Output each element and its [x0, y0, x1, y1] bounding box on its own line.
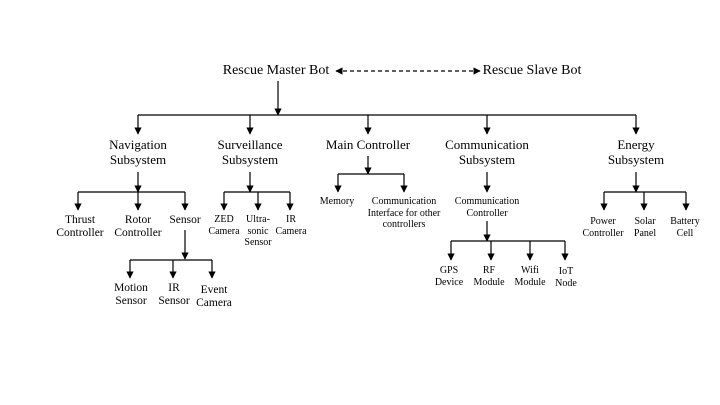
node-communication-controller: Communication Controller	[455, 196, 519, 219]
label-line: Camera	[275, 225, 307, 237]
label-line: Ultra-	[246, 214, 270, 225]
label-line: Module	[514, 276, 546, 288]
label-line: Sensor	[158, 295, 190, 308]
label-line: Subsystem	[458, 151, 516, 167]
node-ultrasonic-sensor: Ultra- sonic Sensor	[244, 214, 271, 249]
label-line: Controller	[466, 207, 508, 219]
label-line: Subsystem	[221, 151, 279, 167]
label-line: sonic	[247, 225, 269, 237]
node-communication-interface: Communication Interface for other contro…	[368, 196, 441, 231]
label-line: Surveillance	[217, 137, 283, 152]
label-line: Node	[555, 277, 577, 289]
label-line: Module	[473, 276, 505, 288]
label-line: Rotor	[124, 214, 152, 226]
label-line: Camera	[196, 297, 232, 310]
label-line: Event	[200, 284, 228, 296]
label-line: GPS	[439, 265, 459, 276]
label-line: Energy	[617, 137, 655, 152]
node-surveillance-subsystem: Surveillance Subsystem	[217, 137, 283, 168]
node-ir-camera: IR Camera	[275, 214, 306, 237]
label-line: Cell	[676, 227, 694, 239]
label-line: Solar	[634, 216, 656, 227]
label-line: IR	[168, 282, 180, 294]
label-line: Subsystem	[109, 151, 167, 167]
label-line: Wifi	[521, 265, 539, 276]
label-line: controllers	[382, 219, 426, 230]
label-line: Battery	[670, 216, 700, 227]
node-rescue-slave-bot: Rescue Slave Bot	[482, 63, 582, 78]
node-rescue-master-bot: Rescue Master Bot	[222, 63, 330, 78]
label-line: Communication	[445, 137, 529, 152]
node-rf-module: RF Module	[473, 265, 504, 288]
node-iot-node: IoT Node	[555, 266, 577, 289]
node-energy-subsystem: Energy Subsystem	[607, 137, 665, 168]
node-power-controller: Power Controller	[582, 216, 623, 239]
label-line: Camera	[208, 225, 240, 237]
label-line: Controller	[114, 227, 162, 240]
label-line: Power	[590, 216, 616, 227]
node-event-camera: Event Camera	[196, 284, 232, 310]
node-solar-panel: Solar Panel	[634, 216, 656, 239]
label-line: Controller	[582, 227, 624, 239]
label-line: Subsystem	[607, 151, 665, 167]
label-line: IR	[286, 214, 296, 225]
node-zed-camera: ZED Camera	[208, 214, 239, 237]
label-line: RF	[482, 265, 496, 276]
label-line: ZED	[214, 214, 234, 225]
label-line: Sensor	[115, 295, 147, 308]
node-wifi-module: Wifi Module	[514, 265, 545, 288]
node-battery-cell: Battery Cell	[670, 216, 699, 239]
label-line: Communication	[371, 196, 437, 207]
node-ir-sensor: IR Sensor	[158, 282, 189, 308]
label-line: Navigation	[109, 137, 167, 152]
node-rotor-controller: Rotor Controller	[114, 214, 161, 240]
node-navigation-subsystem: Navigation Subsystem	[109, 137, 167, 168]
node-motion-sensor: Motion Sensor	[114, 282, 148, 308]
label-line: Motion	[114, 282, 148, 294]
label-line: Interface for other	[367, 207, 441, 219]
node-gps-device: GPS Device	[435, 265, 463, 288]
label-line: IoT	[558, 266, 574, 277]
label-line: Panel	[633, 227, 657, 239]
label-line: Communication	[454, 196, 520, 207]
label-line: Sensor	[244, 237, 272, 248]
node-memory: Memory	[319, 196, 355, 207]
label-line: Device	[434, 276, 464, 288]
node-thrust-controller: Thrust Controller	[56, 214, 103, 240]
node-communication-subsystem: Communication Subsystem	[445, 137, 529, 168]
node-sensor: Sensor	[169, 214, 201, 226]
node-main-controller: Main Controller	[325, 137, 411, 152]
label-line: Thrust	[64, 214, 96, 226]
label-line: Controller	[56, 227, 104, 240]
